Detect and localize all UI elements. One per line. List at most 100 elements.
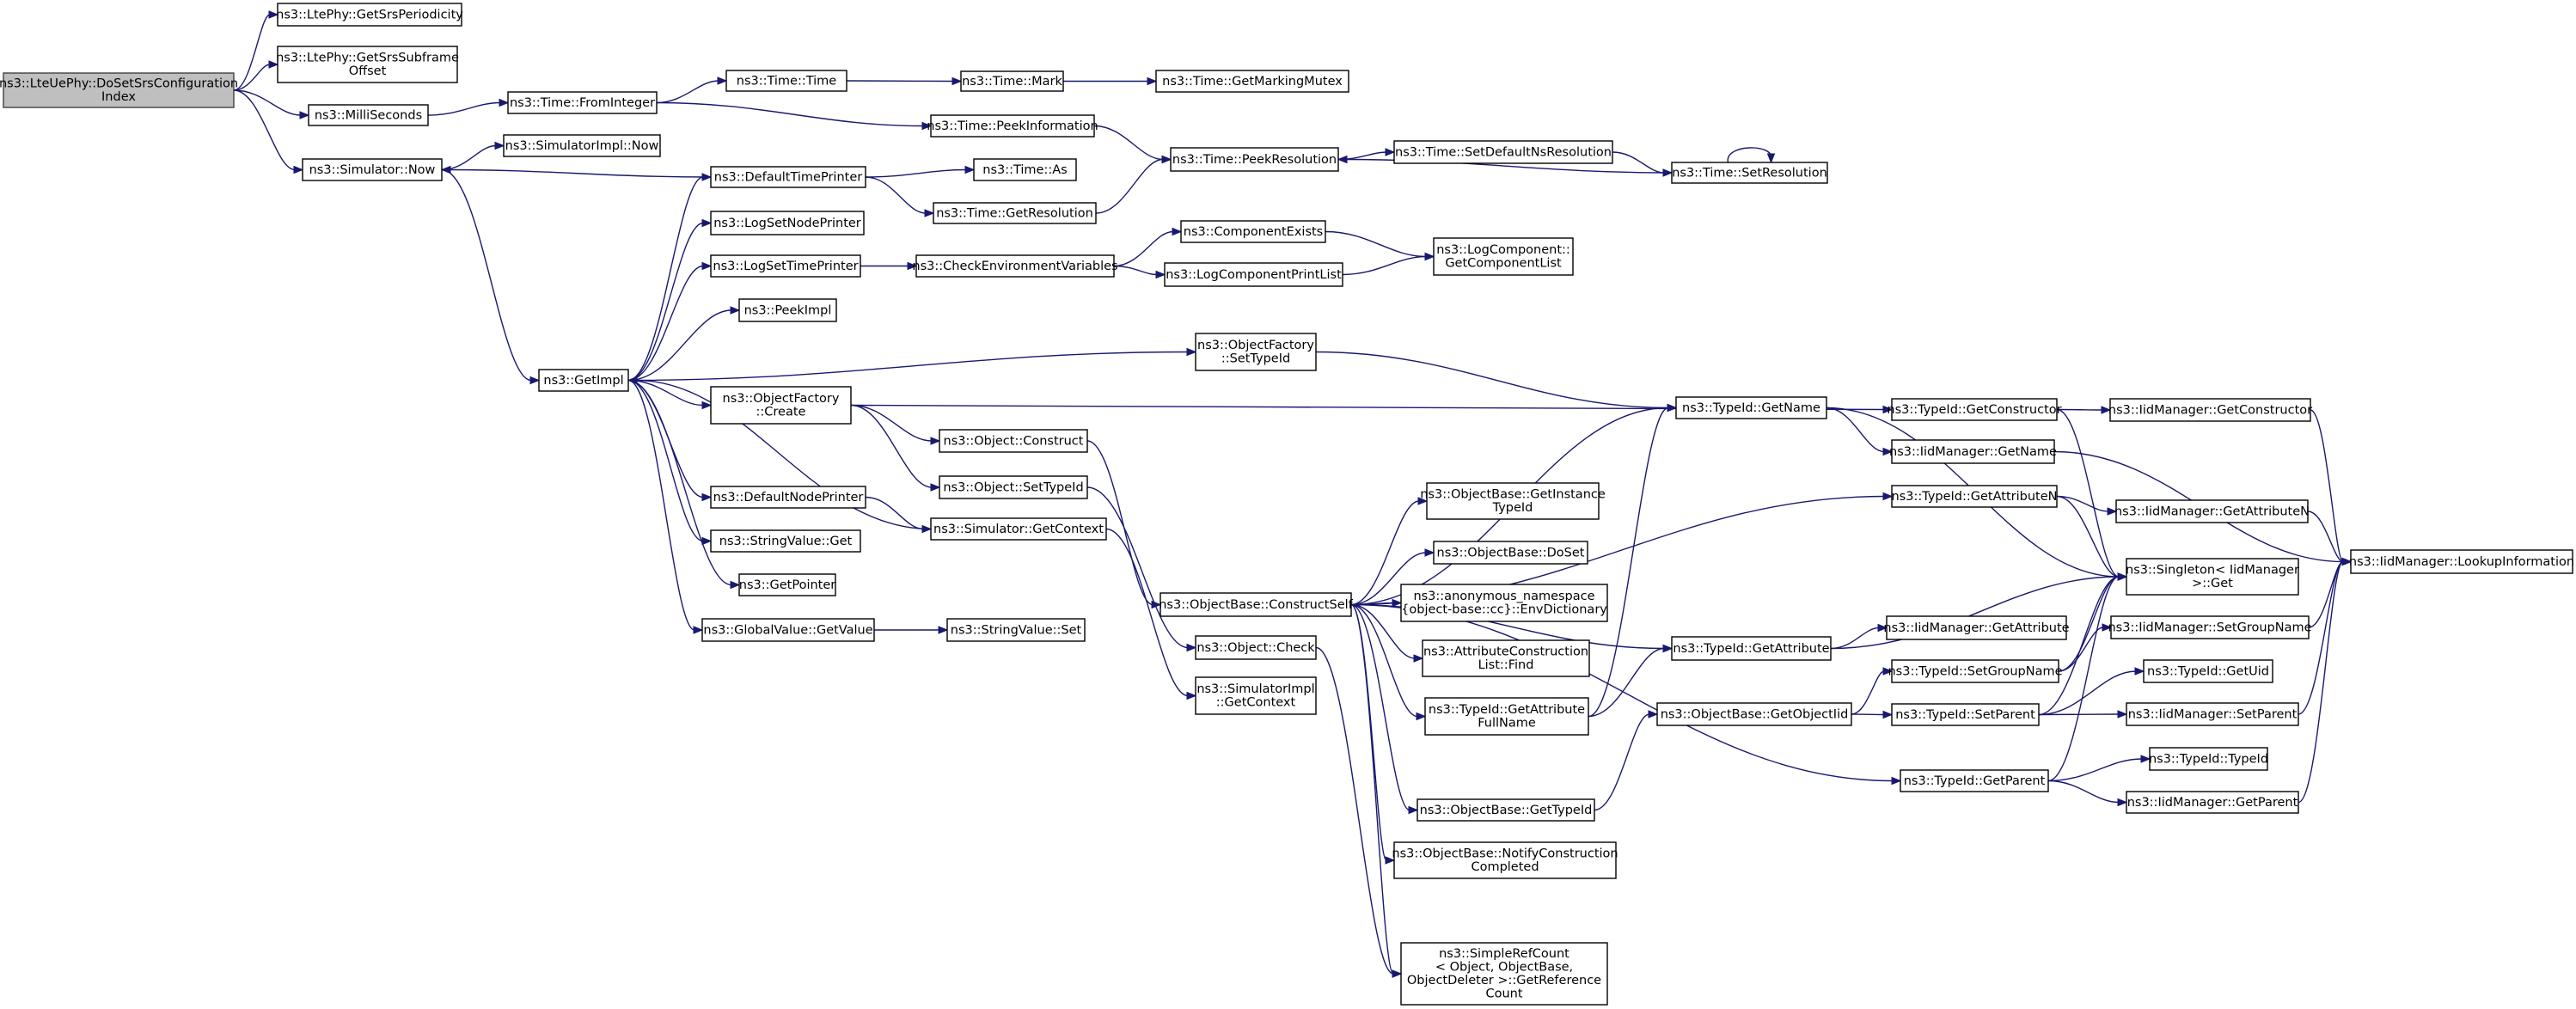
edge-simnow-to-getimpl [441, 168, 541, 385]
node-label: ::SetTypeId [1221, 352, 1290, 366]
edge-dosetsrs-to-millisec [233, 89, 310, 119]
node-ofsettypeid[interactable]: ns3::ObjectFactory::SetTypeId [1195, 333, 1317, 371]
node-tidgetname[interactable]: ns3::TypeId::GetName [1675, 396, 1827, 419]
node-tidgetparent[interactable]: ns3::TypeId::GetParent [1900, 769, 2049, 792]
node-tidgetuid[interactable]: ns3::TypeId::GetUid [2143, 659, 2273, 683]
node-label: ns3::ObjectBase::GetObjectIid [1661, 707, 1849, 721]
node-box [710, 166, 866, 188]
node-label: ns3::SimulatorImpl [1196, 682, 1314, 696]
node-constructself[interactable]: ns3::ObjectBase::ConstructSelf [1159, 592, 1354, 617]
node-iidgetattr[interactable]: ns3::IidManager::GetAttribute [1883, 615, 2070, 640]
node-getpointer[interactable]: ns3::GetPointer [738, 573, 836, 596]
node-timeas[interactable]: ns3::Time::As [973, 158, 1077, 181]
node-simimplnow[interactable]: ns3::SimulatorImpl::Now [503, 134, 661, 157]
node-obgettypeid[interactable]: ns3::ObjectBase::GetTypeId [1416, 798, 1595, 822]
node-deftimeprinter[interactable]: ns3::DefaultTimePrinter [710, 166, 866, 188]
node-defnodeprinter[interactable]: ns3::DefaultNodePrinter [710, 486, 866, 509]
node-iidgetattrn[interactable]: ns3::IidManager::GetAttributeN [2114, 499, 2310, 523]
node-getimpl[interactable]: ns3::GetImpl [538, 369, 629, 392]
node-tidgetcons[interactable]: ns3::TypeId::GetConstructor [1887, 398, 2062, 421]
node-objcheck[interactable]: ns3::Object::Check [1195, 635, 1317, 660]
node-box [2143, 659, 2273, 683]
node-dosetsrs[interactable]: ns3::LteUePhy::DoSetSrsConfigurationInde… [0, 72, 238, 108]
node-label: ns3::Simulator::GetContext [933, 523, 1104, 536]
node-iidgetname[interactable]: ns3::IidManager::GetName [1889, 439, 2057, 464]
node-checkenv[interactable]: ns3::CheckEnvironmentVariables [912, 254, 1118, 278]
node-peekinfo[interactable]: ns3::Time::PeekInformation [927, 114, 1098, 138]
node-label: ns3::IidManager::GetAttributeN [2114, 504, 2310, 518]
node-getobjtid[interactable]: ns3::ObjectBase::GetObjectIid [1656, 702, 1852, 726]
node-box [930, 114, 1095, 138]
node-label: Offset [349, 64, 387, 78]
node-label: ::GetContext [1216, 696, 1296, 710]
node-simnow[interactable]: ns3::Simulator::Now [302, 158, 443, 181]
node-tidtypeid[interactable]: ns3::TypeId::TypeId [2149, 747, 2268, 771]
node-label: ns3::Object::Check [1196, 641, 1315, 655]
node-iidgetparent[interactable]: ns3::IidManager::GetParent [2126, 791, 2299, 814]
node-gvgetvalue[interactable]: ns3::GlobalValue::GetValue [701, 618, 875, 642]
edge-checkenv-to-logcompprint [1113, 265, 1166, 279]
edge-simgetcontext-to-simimplgetctx [1105, 528, 1197, 700]
node-compexists[interactable]: ns3::ComponentExists [1180, 220, 1326, 243]
node-timetime[interactable]: ns3::Time::Time [725, 70, 847, 92]
node-peekres[interactable]: ns3::Time::PeekResolution [1170, 147, 1339, 172]
node-setdefres[interactable]: ns3::Time::SetDefaultNsResolution [1393, 140, 1613, 164]
node-getmarkmutex[interactable]: ns3::Time::GetMarkingMutex [1155, 70, 1349, 93]
node-label: ns3::Time::FromInteger [510, 96, 655, 110]
node-box [1424, 697, 1589, 736]
node-iidgetcons[interactable]: ns3::IidManager::GetConstructor [2108, 398, 2312, 422]
node-getsrsper[interactable]: ns3::LtePhy::GetSrsPeriodicity [276, 3, 463, 27]
node-box [701, 618, 875, 642]
node-ofcreate[interactable]: ns3::ObjectFactory::Create [710, 386, 852, 425]
node-singleton[interactable]: ns3::Singleton< IidManager>::Get [2126, 558, 2299, 596]
node-label: ns3::TypeId::GetAttribute [1429, 703, 1585, 717]
node-tidgetattrn[interactable]: ns3::TypeId::GetAttributeN [1891, 485, 2058, 508]
node-box [930, 517, 1107, 541]
edge-constructself-to-getattrfull [1350, 603, 1427, 721]
node-lognodeprinter[interactable]: ns3::LogSetNodePrinter [710, 211, 865, 235]
node-millisec[interactable]: ns3::MilliSeconds [308, 104, 429, 126]
node-tidgetattr[interactable]: ns3::TypeId::GetAttribute [1671, 636, 1832, 661]
node-lookupinfo[interactable]: ns3::IidManager::LookupInformation [2349, 549, 2574, 574]
node-simimplgetctx[interactable]: ns3::SimulatorImpl::GetContext [1195, 676, 1317, 715]
node-iidsetparent[interactable]: ns3::IidManager::SetParent [2126, 702, 2299, 726]
node-label: ObjectDeleter >::GetReference [1407, 974, 1601, 988]
node-label: ns3::IidManager::SetParent [2128, 707, 2298, 721]
node-label: ns3::TypeId::GetConstructor [1887, 403, 2061, 417]
node-logtimeprinter[interactable]: ns3::LogSetTimePrinter [710, 254, 861, 278]
node-frominteger[interactable]: ns3::Time::FromInteger [507, 91, 658, 114]
node-stringget[interactable]: ns3::StringValue::Get [710, 529, 861, 553]
node-objconstruct[interactable]: ns3::Object::Construct [939, 429, 1088, 453]
edge-peekinfo-to-peekres [1093, 125, 1172, 164]
node-notifycons[interactable]: ns3::ObjectBase::NotifyConstructionCompl… [1392, 841, 1618, 879]
edge-iidgetattrn-to-lookupinfo [2307, 511, 2353, 566]
node-simgetcontext[interactable]: ns3::Simulator::GetContext [930, 517, 1107, 541]
node-label: ns3::ObjectBase::ConstructSelf [1159, 598, 1353, 612]
node-getcomplist[interactable]: ns3::LogComponent::GetComponentList [1433, 237, 1574, 276]
node-iidsetgroup[interactable]: ns3::IidManager::SetGroupName [2108, 615, 2312, 639]
node-box [2115, 499, 2309, 523]
edge-deftimeprinter-to-simnow [440, 165, 712, 178]
node-getresolution[interactable]: ns3::Time::GetResolution [933, 202, 1097, 224]
node-logcompprint[interactable]: ns3::LogComponentPrintList [1164, 262, 1343, 287]
node-tidsetgroup[interactable]: ns3::TypeId::SetGroupName [1888, 659, 2063, 683]
node-box [725, 70, 847, 92]
node-tidsetparent[interactable]: ns3::TypeId::SetParent [1891, 703, 2040, 726]
node-box [1164, 262, 1343, 287]
node-stringset[interactable]: ns3::StringValue::Set [946, 618, 1086, 642]
node-setres[interactable]: ns3::Time::SetResolution [1671, 162, 1828, 184]
node-peekimpl[interactable]: ns3::PeekImpl [738, 298, 837, 322]
node-label: ns3::Time::PeekInformation [927, 119, 1098, 133]
node-label: ns3::CheckEnvironmentVariables [912, 260, 1117, 273]
node-doset[interactable]: ns3::ObjectBase::DoSet [1433, 541, 1588, 565]
node-objsettypeid[interactable]: ns3::Object::SetTypeId [939, 475, 1088, 499]
node-timemark[interactable]: ns3::Time::Mark [960, 70, 1064, 92]
node-label: Index [101, 90, 136, 104]
node-simplerefcount[interactable]: ns3::SimpleRefCount< Object, ObjectBase,… [1400, 942, 1608, 1006]
node-envdict[interactable]: ns3::anonymous_namespace{object-base::cc… [1400, 584, 1608, 622]
node-label: ns3::ObjectBase::DoSet [1437, 546, 1585, 560]
